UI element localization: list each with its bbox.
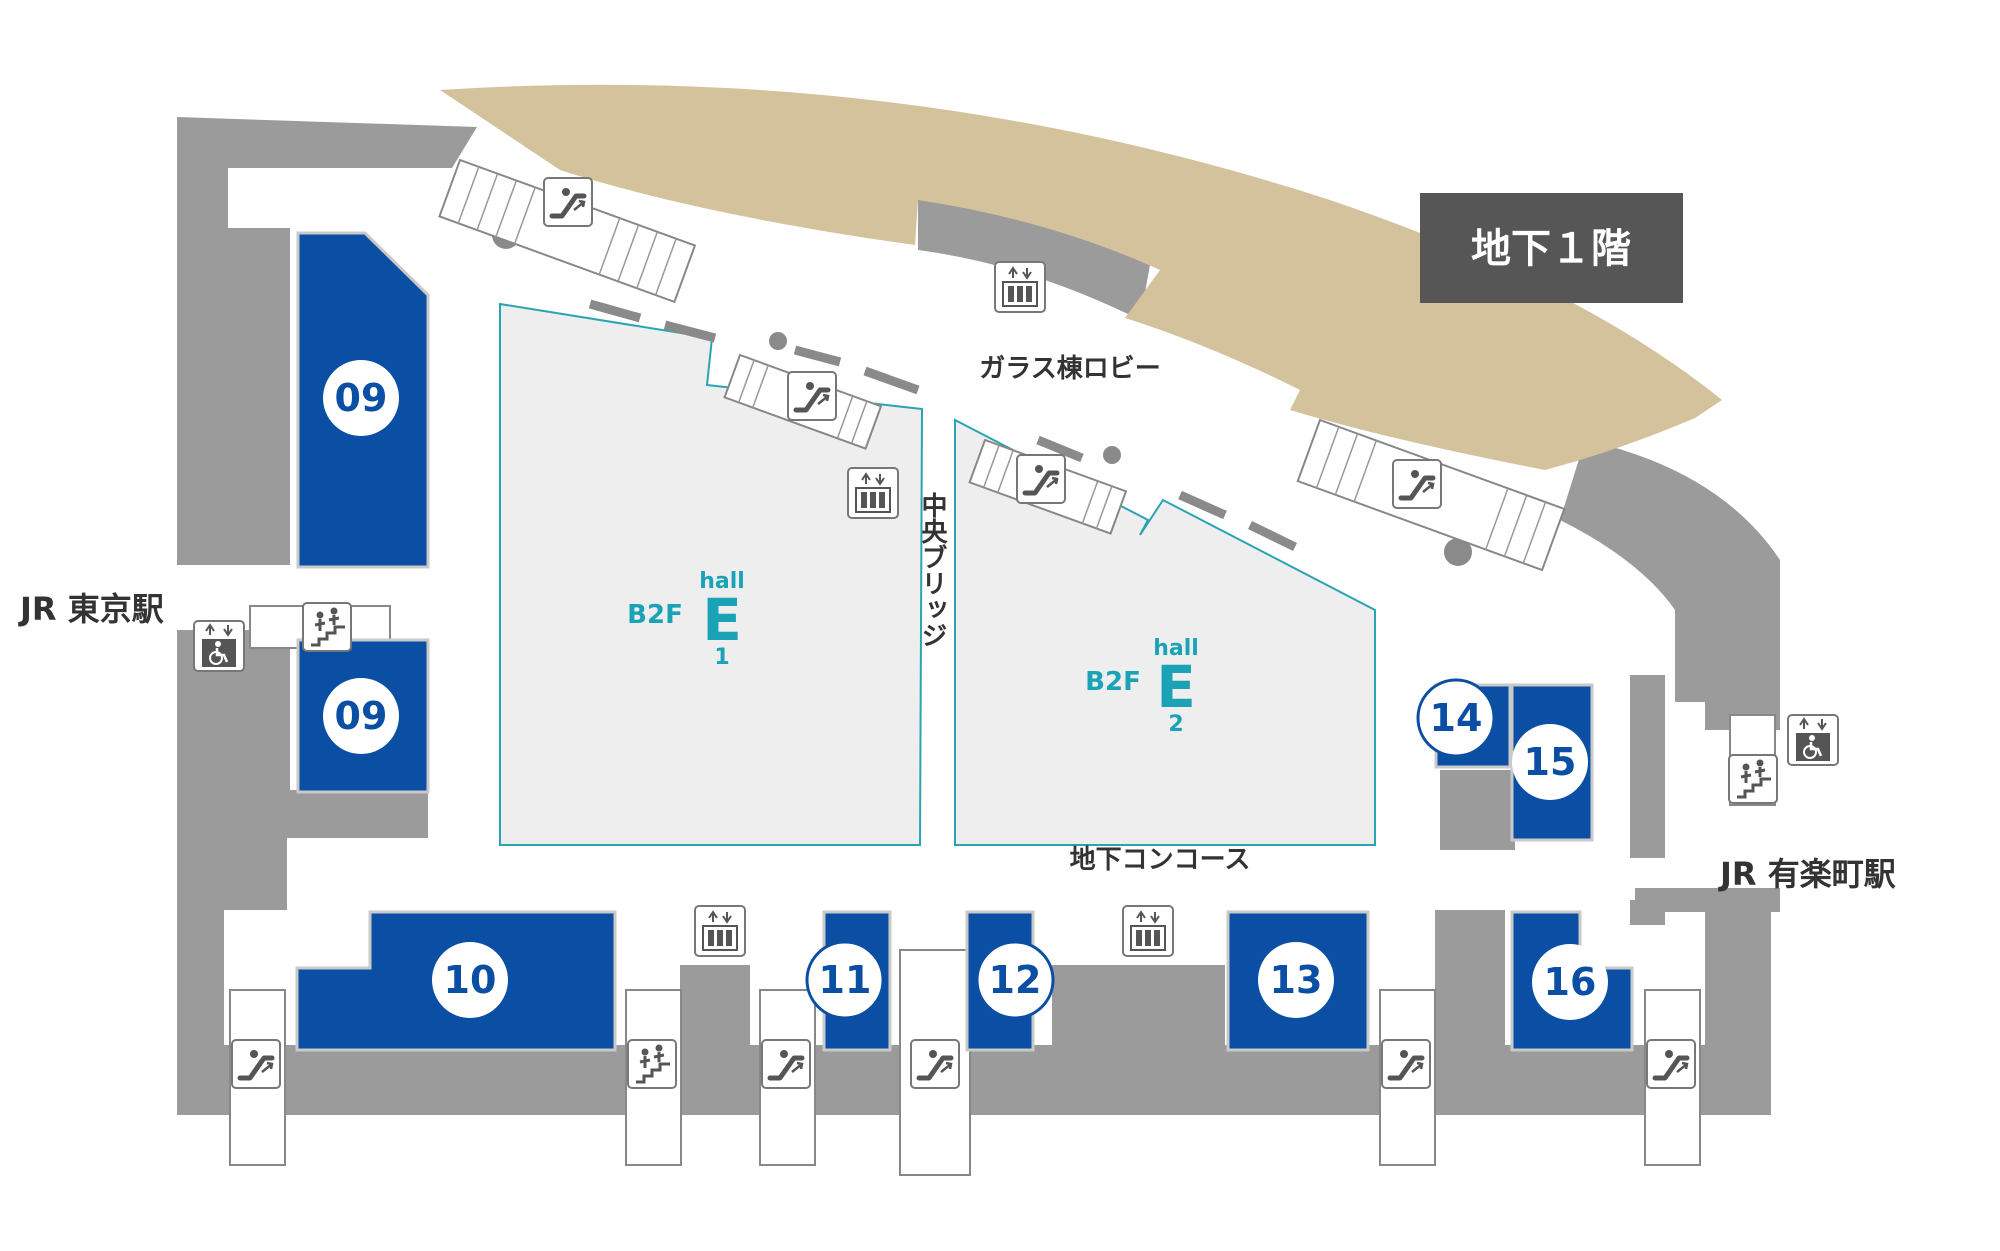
glass-lobby-area: [440, 84, 1722, 471]
underground-concourse-label: 地下コンコース: [1070, 845, 1251, 875]
accessible-elevator-icon: [1786, 713, 1840, 767]
escalator-icon: [232, 1040, 280, 1088]
floor-label: 地下１階: [1471, 226, 1631, 272]
dashed-partitions: [588, 299, 1297, 552]
elevator-icon: [694, 905, 746, 957]
room-09b[interactable]: [296, 638, 430, 794]
svg-text:E: E: [1156, 653, 1196, 721]
central-bridge-label: 中央ブリッジ: [917, 492, 947, 648]
elevator-icon: [994, 261, 1046, 313]
room-13-label: 13: [1270, 958, 1323, 1002]
glass-lobby-label: ガラス棟ロビー: [979, 354, 1160, 384]
stairs-icon: [1727, 753, 1779, 805]
room-14-label: 14: [1430, 696, 1483, 740]
station-tokyo-label: JR 東京駅: [18, 590, 164, 628]
svg-text:E: E: [702, 586, 742, 654]
svg-text:B2F: B2F: [1085, 667, 1141, 697]
room-10-label: 10: [444, 958, 497, 1002]
room-09a-label: 09: [335, 376, 388, 420]
escalator-icon: [1393, 460, 1441, 508]
svg-text:hall: hall: [699, 569, 745, 594]
room-11-label: 11: [819, 958, 872, 1002]
room-12-label: 12: [989, 958, 1042, 1002]
elevator-icon: [847, 467, 899, 519]
escalator-icon: [762, 1040, 810, 1088]
escalator-icon: [1017, 455, 1065, 503]
escalator-icon: [544, 178, 592, 226]
stairs-icon: [301, 601, 353, 653]
hall-e2[interactable]: [954, 418, 1376, 846]
escalator-icon: [788, 372, 836, 420]
stairs-icon: [626, 1038, 678, 1090]
accessible-elevator-icon: [192, 619, 246, 673]
svg-text:B2F: B2F: [627, 600, 683, 630]
station-yurakucho-label: JR 有楽町駅: [1718, 855, 1896, 893]
svg-text:2: 2: [1168, 712, 1183, 737]
svg-text:hall: hall: [1153, 636, 1199, 661]
hall-e2-label: B2F hall E 2: [1085, 636, 1199, 737]
floor-label-box: [1420, 193, 1683, 303]
escalator-icon: [1647, 1040, 1695, 1088]
elevator-icon: [1122, 905, 1174, 957]
svg-text:1: 1: [714, 645, 729, 670]
escalator-icon: [1382, 1040, 1430, 1088]
room-09b-label: 09: [335, 694, 388, 738]
escalator-icon: [911, 1040, 959, 1088]
hall-e1-label: B2F hall E 1: [627, 569, 745, 670]
room-15-label: 15: [1524, 740, 1577, 784]
room-badges: 09 09 10 11 12 13 14 15 16: [323, 360, 1608, 1020]
room-16-label: 16: [1544, 960, 1597, 1004]
